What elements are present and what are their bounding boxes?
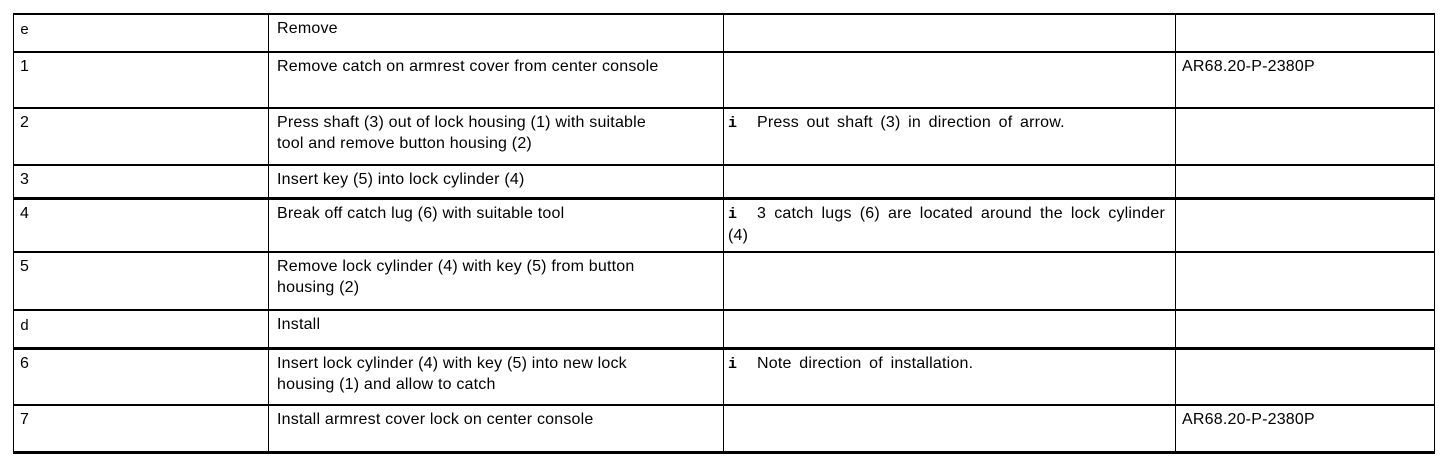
note-text: 3 catch lugs (6) are located around the … xyxy=(728,204,1165,244)
step-number-cell: 1 xyxy=(13,51,269,108)
description-text: Remove lock cylinder (4) with key (5) fr… xyxy=(277,258,635,296)
note-cell: i Note direction of installation. xyxy=(723,346,1176,405)
note-cell xyxy=(723,251,1176,310)
info-icon: i xyxy=(728,115,738,132)
info-icon: i xyxy=(728,205,738,223)
reference-document-cell xyxy=(1175,309,1435,348)
reference-document-code: AR68.20-P-2380P xyxy=(1182,411,1315,428)
table-row: 3 Insert key (5) into lock cylinder (4) xyxy=(13,164,1435,198)
description-text: Install armrest cover lock on center con… xyxy=(277,411,594,428)
reference-document-cell xyxy=(1175,13,1435,52)
step-number-cell: 6 xyxy=(13,346,269,405)
step-symbol-cell: d xyxy=(13,309,269,348)
reference-document-cell: AR68.20-P-2380P xyxy=(1175,404,1435,452)
description-cell: Break off catch lug (6) with suitable to… xyxy=(268,196,724,252)
description-text: Break off catch lug (6) with suitable to… xyxy=(277,204,565,222)
description-cell: Install armrest cover lock on center con… xyxy=(268,404,724,452)
description-text: Remove catch on armrest cover from cente… xyxy=(277,58,659,75)
description-cell: Insert key (5) into lock cylinder (4) xyxy=(268,164,724,198)
reference-document-cell xyxy=(1175,107,1435,165)
description-text: Insert lock cylinder (4) with key (5) in… xyxy=(277,354,627,393)
reference-document-cell xyxy=(1175,196,1435,252)
reference-document-cell: AR68.20-P-2380P xyxy=(1175,51,1435,108)
note-text: Press out shaft (3) in direction of arro… xyxy=(757,114,1065,131)
table-row: d Install xyxy=(13,309,1435,348)
reference-document-cell xyxy=(1175,346,1435,405)
table-row: 4 Break off catch lug (6) with suitable t… xyxy=(13,196,1435,252)
reference-document-cell xyxy=(1175,164,1435,198)
description-cell: Remove lock cylinder (4) with key (5) fr… xyxy=(268,251,724,310)
step-number-cell: 4 xyxy=(13,196,269,252)
step-number-cell: 3 xyxy=(13,164,269,198)
table-row: 7 Install armrest cover lock on center co… xyxy=(13,404,1435,452)
note-cell xyxy=(723,51,1176,108)
description-cell: Remove xyxy=(268,13,724,52)
step-number-cell: 5 xyxy=(13,251,269,310)
procedure-table: e Remove 1 Remove catch on armrest cover fr… xyxy=(13,13,1435,454)
description-text: Insert key (5) into lock cylinder (4) xyxy=(277,171,525,188)
description-cell: Install xyxy=(268,309,724,348)
note-cell xyxy=(723,404,1176,452)
description-cell: Remove catch on armrest cover from cente… xyxy=(268,51,724,108)
step-number-cell: 7 xyxy=(13,404,269,452)
table-row: e Remove xyxy=(13,13,1435,52)
note-cell: i Press out shaft (3) in direction of arr… xyxy=(723,107,1176,165)
info-icon: i xyxy=(728,355,738,373)
note-text: Note direction of installation. xyxy=(757,354,974,372)
reference-document-cell xyxy=(1175,251,1435,310)
description-cell: Insert lock cylinder (4) with key (5) in… xyxy=(268,346,724,405)
reference-document-code: AR68.20-P-2380P xyxy=(1182,58,1315,75)
procedure-table-body: e Remove 1 Remove catch on armrest cover fr… xyxy=(13,13,1435,452)
table-row: 1 Remove catch on armrest cover from cent… xyxy=(13,51,1435,108)
note-cell xyxy=(723,309,1176,348)
description-text: Remove xyxy=(277,20,338,37)
description-cell: Press shaft (3) out of lock housing (1) … xyxy=(268,107,724,165)
step-symbol-cell: e xyxy=(13,13,269,52)
description-text: Install xyxy=(277,316,321,333)
note-cell xyxy=(723,164,1176,198)
step-number-cell: 2 xyxy=(13,107,269,165)
note-cell xyxy=(723,13,1176,52)
description-text: Press shaft (3) out of lock housing (1) … xyxy=(277,114,646,152)
